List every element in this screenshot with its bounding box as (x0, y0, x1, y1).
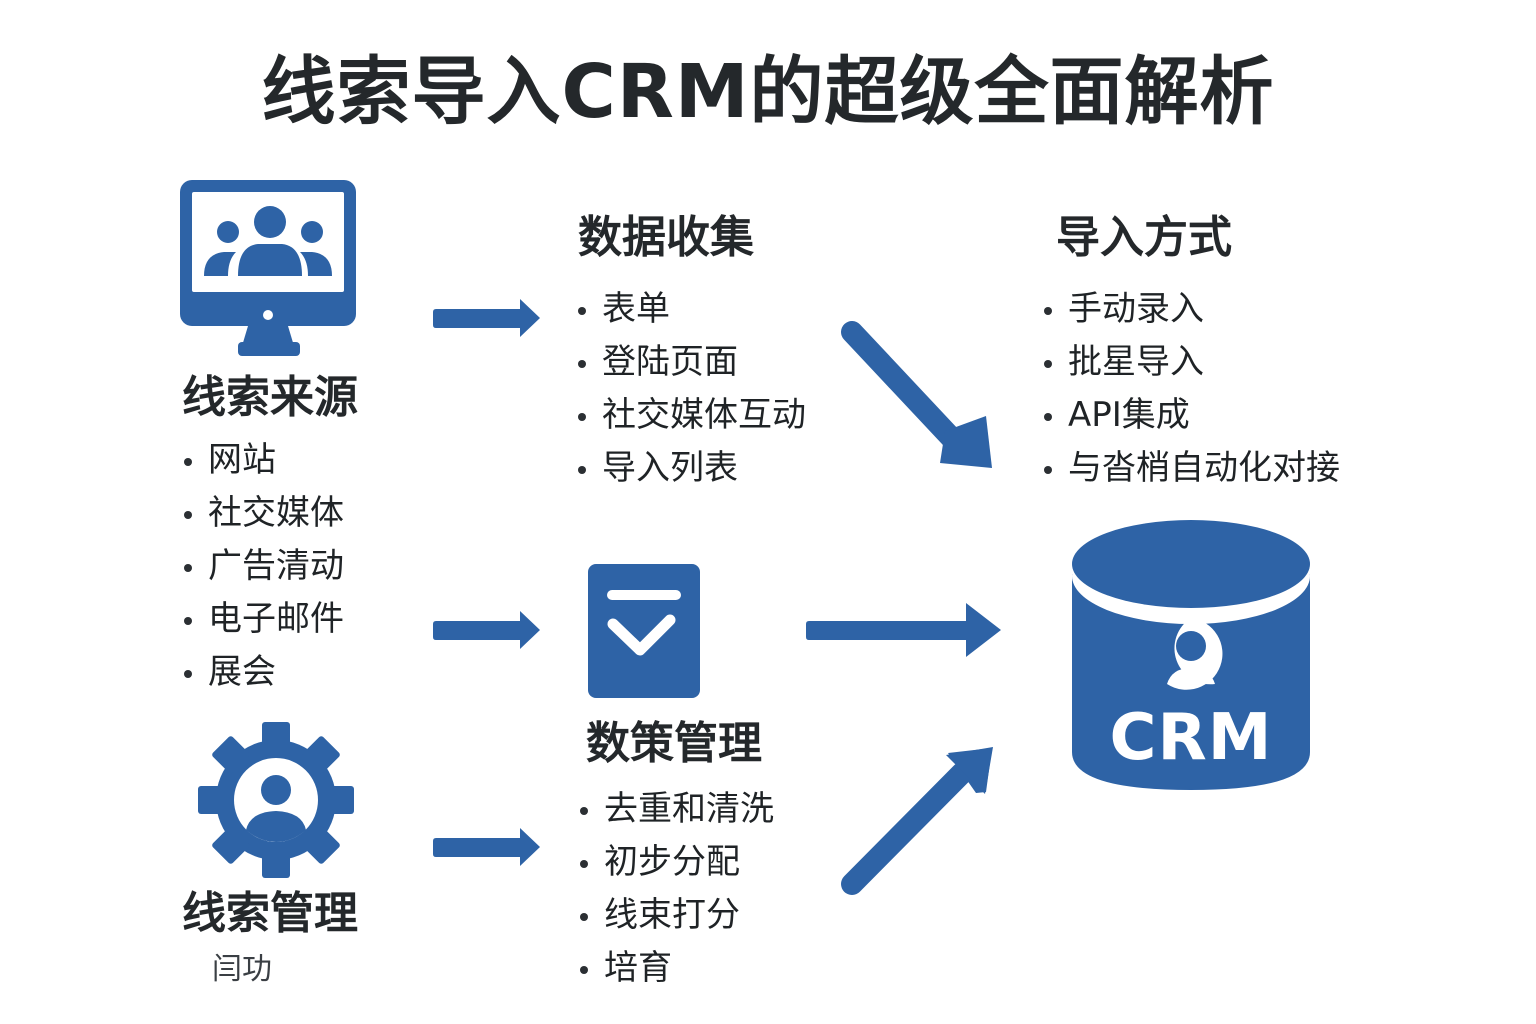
list-item: 手动录入 (1042, 283, 1340, 336)
monitor-users-icon (180, 180, 356, 356)
lead-sources-title: 线索来源 (182, 372, 358, 423)
crm-label: CRM (1109, 701, 1273, 775)
arrow-right-icon (806, 603, 1001, 657)
list-item: 登陆页面 (576, 336, 806, 389)
list-item: API集成 (1042, 389, 1340, 442)
lead-sources-list: 网站 社交媒体 广告清动 电子邮件 展会 (182, 434, 344, 699)
list-item: 去重和清洗 (578, 783, 774, 836)
data-management-title: 数策管理 (586, 718, 762, 769)
data-collection-title: 数据收集 (578, 212, 754, 263)
list-item: 批星导入 (1042, 336, 1340, 389)
import-methods-title: 导入方式 (1056, 212, 1232, 263)
database-user-icon (1072, 520, 1310, 790)
list-item: 培育 (578, 942, 774, 995)
checklist-icon (588, 564, 700, 698)
list-item: 展会 (182, 646, 344, 699)
list-item: 网站 (182, 434, 344, 487)
list-item: 线束打分 (578, 889, 774, 942)
data-collection-list: 表单 登陆页面 社交媒体互动 导入列表 (576, 283, 806, 495)
arrow-up-right-icon (841, 747, 993, 895)
arrow-right-icon (433, 611, 540, 649)
list-item: 导入列表 (576, 442, 806, 495)
gear-user-icon (198, 722, 354, 878)
list-item: 与沓梢自动化对接 (1042, 442, 1340, 495)
data-management-list: 去重和清洗 初步分配 线束打分 培育 (578, 783, 774, 995)
arrow-right-icon (433, 299, 540, 337)
lead-management-title: 线索管理 (182, 888, 358, 939)
list-item: 广告清动 (182, 540, 344, 593)
list-item: 初步分配 (578, 836, 774, 889)
list-item: 表单 (576, 283, 806, 336)
arrow-down-right-icon (841, 321, 992, 468)
list-item: 社交媒体互动 (576, 389, 806, 442)
page-title: 线索导入CRM的超级全面解析 (261, 49, 1275, 135)
arrow-right-icon (433, 828, 540, 866)
list-item: 社交媒体 (182, 487, 344, 540)
lead-management-subtitle: 闫功 (212, 952, 272, 987)
import-methods-list: 手动录入 批星导入 API集成 与沓梢自动化对接 (1042, 283, 1340, 495)
list-item: 电子邮件 (182, 593, 344, 646)
